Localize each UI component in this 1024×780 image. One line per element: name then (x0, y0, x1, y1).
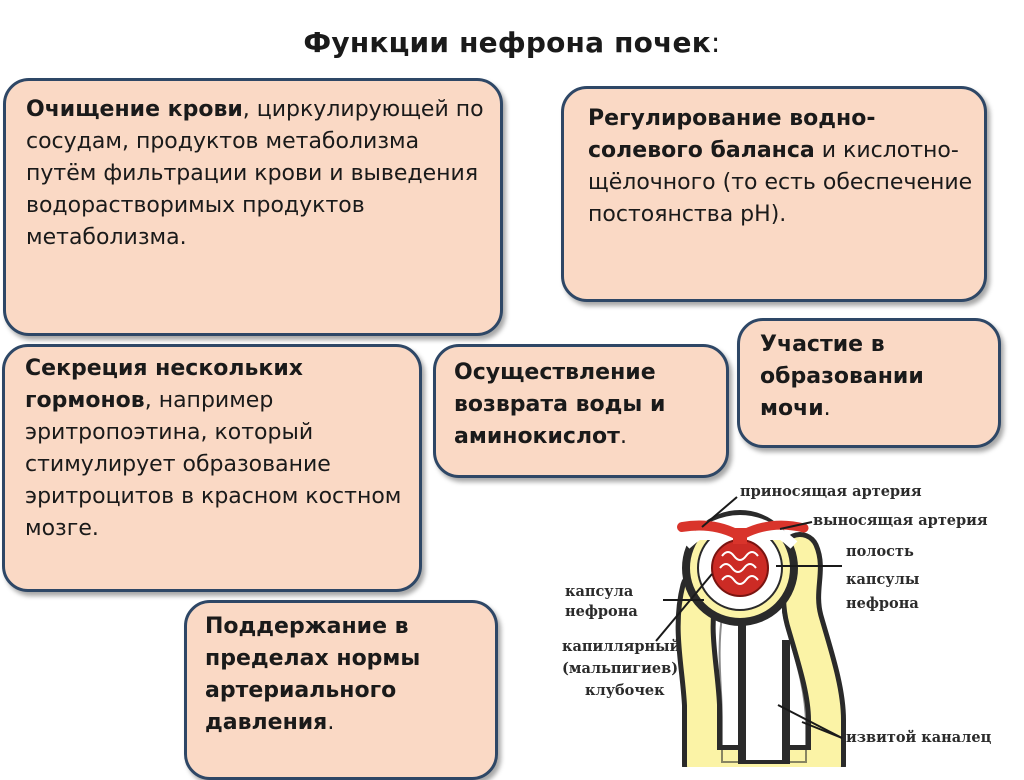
capillary-glomerulus (711, 539, 769, 597)
card-blood-cleaning: Очищение крови, циркулирующей по сосудам… (3, 78, 503, 336)
card-text: . (327, 710, 335, 735)
card-text: , например эритропоэтина, который стимул… (25, 388, 402, 541)
title-text: Функции нефрона почек (303, 26, 711, 59)
card-hormone-secretion: Секреция нескольких гормонов, например э… (2, 344, 422, 592)
label-convoluted-tubule: извитой каналец (846, 729, 992, 746)
card-water-salt-balance: Регулирование водно-солевого баланса и к… (561, 86, 987, 302)
card-heading: Участие в образовании мочи (760, 332, 924, 421)
card-heading: Очищение крови (26, 97, 243, 122)
label-capsule-cavity-2: капсулы (846, 571, 919, 588)
card-heading: Регулирование водно-солевого баланса (588, 106, 876, 163)
card-heading: Осуществление возврата воды и аминокисло… (454, 360, 666, 449)
card-text: . (619, 424, 627, 449)
label-afferent-artery: приносящая артерия (740, 483, 922, 500)
card-text: . (823, 396, 831, 421)
card-reabsorption: Осуществление возврата воды и аминокисло… (433, 344, 729, 478)
label-glomerulus-2: (мальпигиев) (562, 660, 678, 677)
nephron-diagram: приносящая артерия выносящая артерия пол… (562, 483, 992, 767)
convoluted-tubule (675, 532, 846, 767)
card-heading: Поддержание в пределах нормы артериально… (205, 614, 421, 735)
card-text: , циркулирующей по сосудам, продуктов ме… (26, 97, 484, 250)
pointer-lines (655, 496, 843, 739)
label-efferent-artery: выносящая артерия (813, 512, 988, 529)
card-text: и кислотно-щёлочного (то есть обеспечени… (588, 138, 973, 227)
arteries (677, 520, 809, 544)
card-urine-formation: Участие в образовании мочи. (737, 318, 1001, 448)
label-glomerulus: капиллярный (562, 638, 681, 655)
label-capsule: капсула (565, 583, 634, 600)
card-blood-pressure: Поддержание в пределах нормы артериально… (184, 600, 498, 780)
label-glomerulus-3: клубочек (585, 682, 665, 699)
label-capsule-cavity-3: нефрона (846, 595, 919, 612)
page-title: Функции нефрона почек: (0, 26, 1024, 59)
card-heading: Секреция нескольких гормонов (25, 356, 303, 413)
label-capsule-2: нефрона (565, 603, 638, 620)
title-colon: : (710, 26, 721, 59)
label-capsule-cavity: полость (846, 543, 914, 560)
